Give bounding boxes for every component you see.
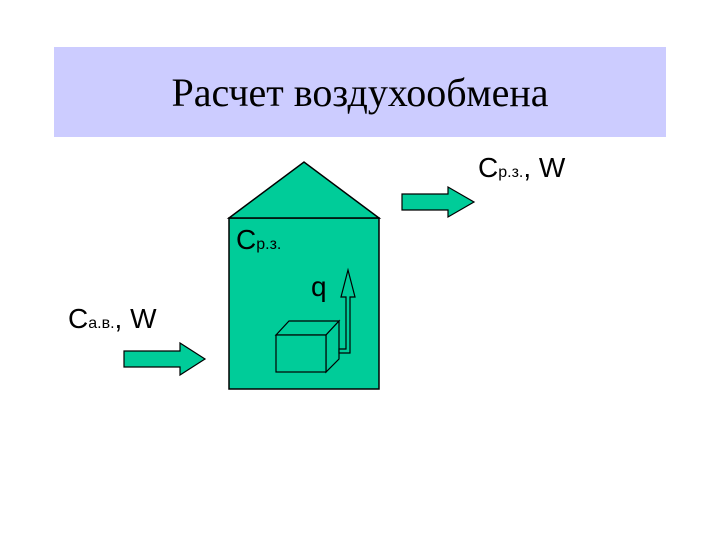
heat-source-box-front: [275, 334, 327, 373]
title-band: [54, 47, 666, 137]
inflow-label: Cа.в., W: [68, 303, 157, 334]
room-concentration-label: Cр.з.: [236, 224, 282, 255]
outflow-label: Cр.з., W: [478, 152, 566, 183]
heat-label: q: [311, 271, 327, 302]
heat-flow-arrow: [338, 267, 356, 354]
inflow-arrow: [123, 341, 207, 377]
slide-title: Расчет воздухообмена: [171, 69, 549, 115]
room-roof: [226, 161, 382, 219]
outflow-arrow: [401, 185, 476, 219]
